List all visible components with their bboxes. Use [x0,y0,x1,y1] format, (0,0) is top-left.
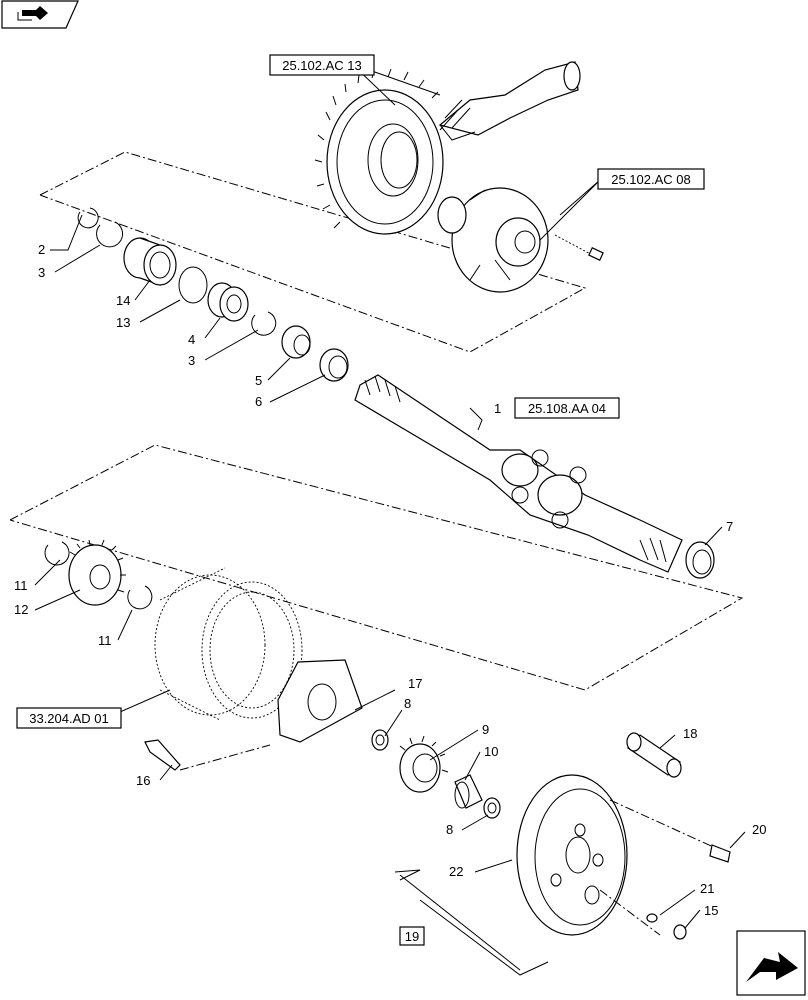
gear-9 [399,735,449,793]
o-ring-13 [178,266,208,304]
callout-labels: 1 2 3 3 4 5 6 7 8 8 9 10 11 11 12 13 14 … [14,242,766,918]
snap-ring-11-lower [127,585,153,610]
plug-15 [673,924,687,940]
reference-25-102-ac-13[interactable]: 25.102.AC 13 [269,54,375,76]
lower-assembly-frame [9,444,744,691]
bearing-4 [207,282,249,322]
callout-22: 22 [449,864,463,879]
callout-11-upper: 11 [14,578,28,593]
callout-1: 1 [494,401,501,416]
book-arrow-icon[interactable] [1,0,79,29]
svg-text:33.204.AD 01: 33.204.AD 01 [29,711,109,726]
navigate-arrow-icon[interactable] [736,930,806,996]
seal-7 [685,541,715,579]
bearing-5 [281,325,311,359]
washer-21 [646,913,658,923]
bolt-20 [709,844,731,863]
callout-20: 20 [752,822,766,837]
snap-ring-3-upper [96,221,124,248]
svg-text:19: 19 [405,929,419,944]
callout-2: 2 [38,242,45,257]
svg-text:25.102.AC 08: 25.102.AC 08 [611,172,691,187]
washer-8-upper [371,729,389,751]
plate-17 [277,659,363,743]
callout-11-lower: 11 [98,633,112,648]
reference-33-204-ad-01[interactable]: 33.204.AD 01 [16,707,122,729]
reference-25-102-ac-08[interactable]: 25.102.AC 08 [597,168,705,190]
spline-10 [454,774,483,809]
callout-4: 4 [188,332,195,347]
reference-19[interactable]: 19 [399,926,425,946]
leader-lines [34,63,746,929]
svg-text:25.102.AC 13: 25.102.AC 13 [282,58,362,73]
differential-housing [437,187,604,293]
callout-16: 16 [136,773,150,788]
washer-8-lower [483,797,501,819]
callout-21: 21 [700,881,714,896]
bolt-16 [144,739,181,771]
callout-13: 13 [116,315,130,330]
axle-shaft-1 [354,374,683,573]
bushing-14 [123,237,177,286]
callout-8-lower: 8 [446,822,453,837]
callout-10: 10 [484,744,498,759]
callout-8-upper: 8 [404,696,411,711]
callout-6: 6 [255,394,262,409]
callout-3-lower: 3 [188,353,195,368]
upper-assembly-frame [39,151,587,353]
callout-9: 9 [482,722,489,737]
planet-gear-12 [68,539,126,606]
pin-18 [626,732,682,778]
snap-ring-2 [77,207,99,229]
snap-ring-3-lower [251,311,277,336]
callout-18: 18 [683,726,697,741]
seal-6 [319,348,349,382]
end-cover-22 [516,774,628,936]
planetary-ring-housing [154,567,303,721]
callout-3-upper: 3 [38,265,45,280]
snap-ring-11-upper [44,541,70,566]
callout-15: 15 [704,903,718,918]
callout-14: 14 [116,293,130,308]
pinion-shaft [438,61,581,141]
callout-12: 12 [14,602,28,617]
ring-gear [314,68,444,235]
callout-5: 5 [255,373,262,388]
callout-17: 17 [408,676,422,691]
callout-7: 7 [726,519,733,534]
reference-25-108-aa-04[interactable]: 25.108.AA 04 [514,397,620,419]
svg-text:25.108.AA 04: 25.108.AA 04 [528,401,606,416]
